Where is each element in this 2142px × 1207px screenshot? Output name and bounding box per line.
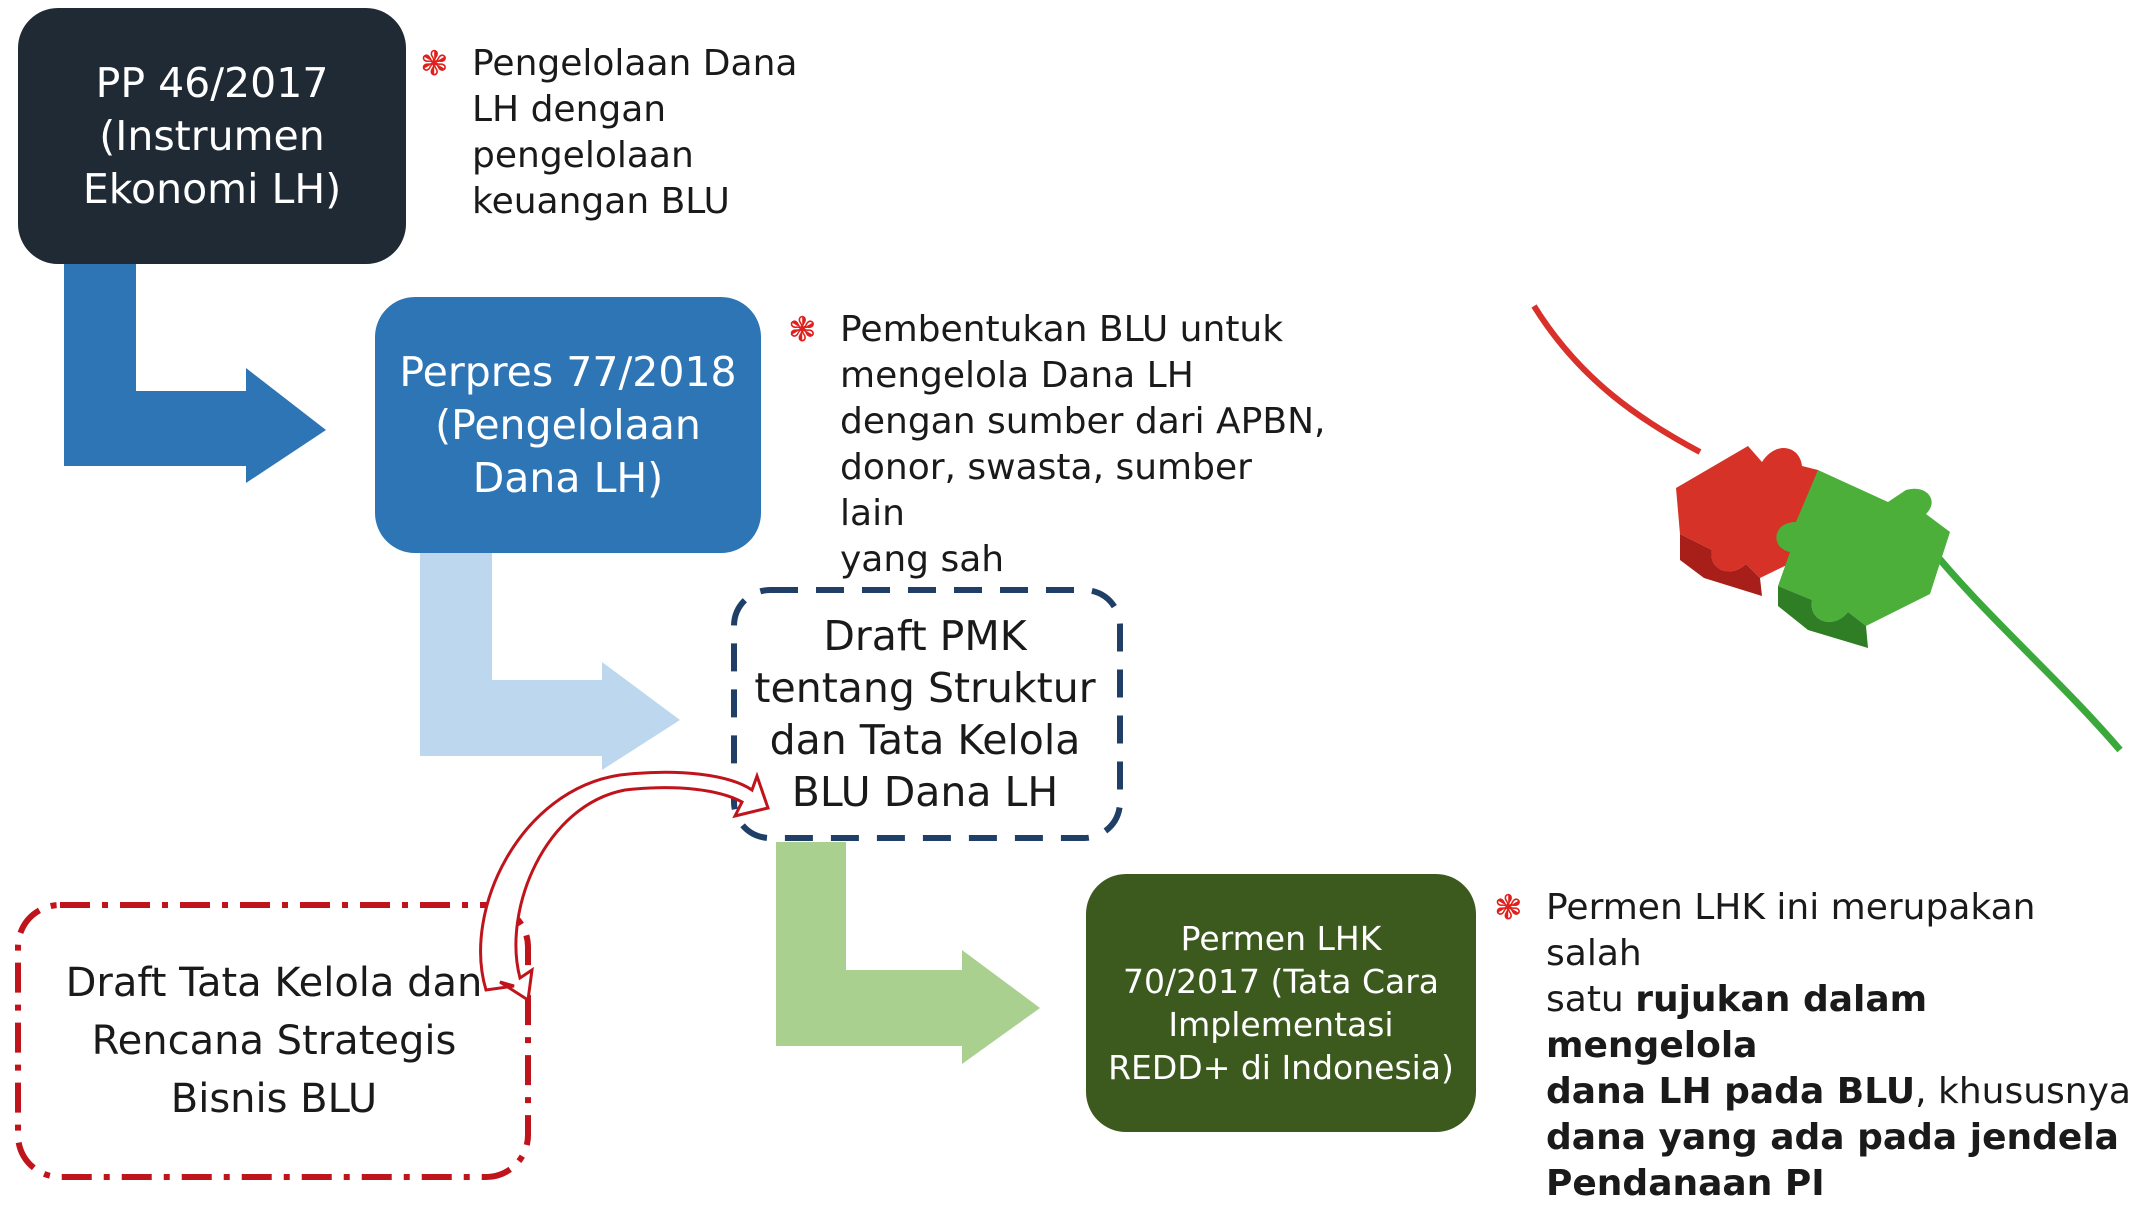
note-text: Pengelolaan Dana LH dengan pengelolaan k… [472, 43, 798, 222]
note-text-part: Permen LHK ini merupakan salah satu [1546, 887, 2036, 1020]
draft-tata-kelola-outline [15, 902, 531, 1180]
flow-arrow-3 [776, 842, 1040, 1064]
note-text-part: , khususnya [1915, 1071, 2131, 1112]
node-pp46: PP 46/2017 (Instrumen Ekonomi LH) [18, 8, 406, 264]
node-draft-tata-kelola: Draft Tata Kelola dan Rencana Strategis … [65, 959, 483, 1122]
flow-arrow-1 [64, 264, 326, 483]
note-perpres77: ❃ Pembentukan BLU untuk mengelola Dana L… [788, 307, 1328, 583]
node-perpres77: Perpres 77/2018 (Pengelolaan Dana LH) [375, 297, 761, 553]
bullet-flower-icon: ❃ [788, 310, 817, 350]
note-text: Permen LHK ini merupakan salah satu ruju… [1546, 885, 2134, 1207]
bullet-flower-icon: ❃ [1494, 888, 1523, 928]
note-text-bold: rujukan dalam mengelola dana LH pada BLU [1546, 979, 1928, 1112]
node-permen-lhk: Permen LHK 70/2017 (Tata Cara Implementa… [1086, 874, 1476, 1132]
flow-arrow-2 [420, 553, 680, 770]
note-text: Pembentukan BLU untuk mengelola Dana LH … [840, 309, 1326, 580]
note-pp46: ❃ Pengelolaan Dana LH dengan pengelolaan… [420, 41, 820, 225]
note-permen-lhk: ❃ Permen LHK ini merupakan salah satu ru… [1494, 885, 2134, 1207]
note-text-bold: dana yang ada pada jendela Pendanaan PI [1546, 1117, 2119, 1204]
draft-pmk-outline [731, 587, 1123, 841]
curved-arrow [479, 770, 770, 1003]
puzzle-illustration [1531, 304, 2123, 753]
node-draft-pmk: Draft PMK tentang Struktur dan Tata Kelo… [754, 612, 1096, 816]
bullet-flower-icon: ❃ [420, 44, 449, 84]
